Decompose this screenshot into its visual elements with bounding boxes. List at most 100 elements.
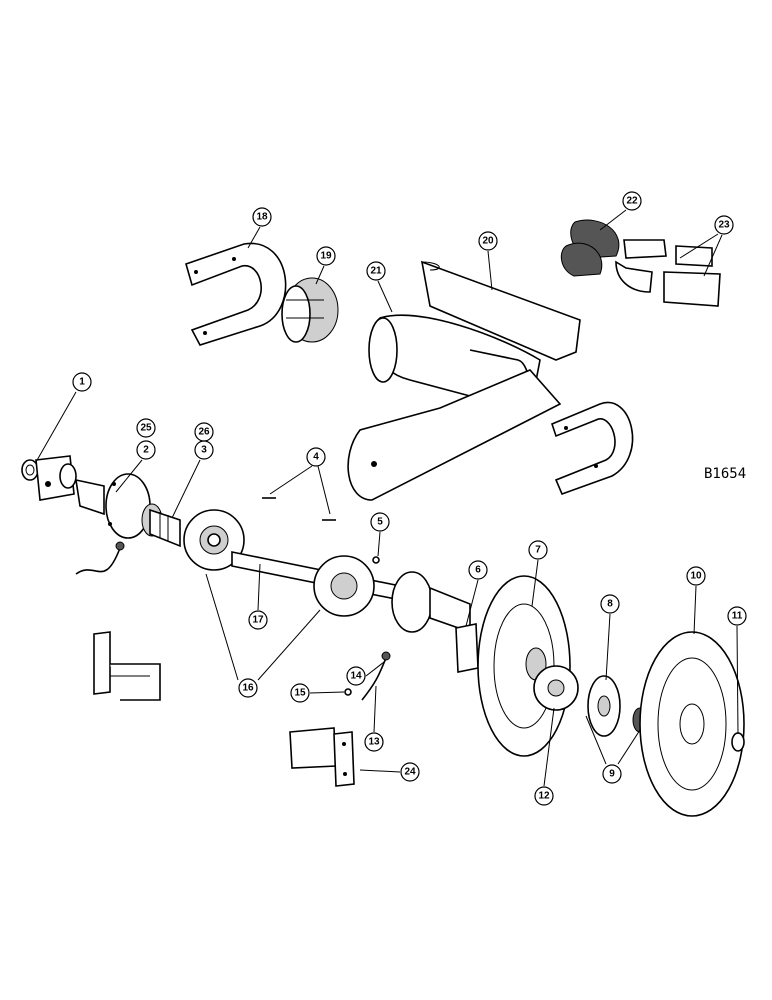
callout-2: 2: [136, 440, 156, 460]
callout-6: 6: [468, 560, 488, 580]
callout-number: 7: [535, 545, 541, 556]
callout-number: 14: [350, 671, 362, 682]
callout-circle: [686, 566, 706, 586]
callout-number: 11: [732, 611, 743, 622]
leader-line-1: [35, 391, 77, 463]
callout-circle: [306, 447, 326, 467]
leader-line-2: [115, 459, 143, 493]
callout-number: 2: [143, 445, 149, 456]
callout-23: 23: [714, 215, 734, 235]
callout-1: 1: [72, 372, 92, 392]
callout-12: 12: [534, 786, 554, 806]
leader-line-18: [247, 226, 261, 249]
callout-circle: [602, 764, 622, 784]
callout-15: 15: [290, 683, 310, 703]
callout-circle: [316, 246, 336, 266]
spline-shaft-3: [149, 508, 181, 548]
callout-number: 21: [370, 266, 382, 277]
segment-23: [615, 239, 721, 307]
callout-number: 3: [201, 445, 207, 456]
sprocket-12: [533, 665, 579, 711]
callout-11: 11: [727, 606, 747, 626]
leader-line-4-1: [269, 465, 313, 495]
callout-circle: [478, 231, 498, 251]
grease-line-left: [75, 541, 125, 575]
leader-line-12: [543, 707, 555, 787]
belt-panel-18: [185, 242, 287, 346]
leader-line-3: [171, 459, 201, 519]
leader-lines: [35, 209, 739, 787]
leader-line-21: [377, 280, 393, 313]
callout-26: 26: [194, 422, 214, 442]
leader-line-7: [531, 559, 539, 607]
callout-number: 17: [252, 615, 264, 626]
callout-number: 13: [368, 737, 380, 748]
callout-24: 24: [400, 762, 420, 782]
leader-line-16-1: [205, 573, 239, 681]
callout-number: 1: [79, 377, 85, 388]
belt-panel-lower: [551, 401, 634, 496]
callout-number: 5: [377, 517, 383, 528]
leader-line-9-1: [585, 715, 607, 765]
callout-17: 17: [248, 610, 268, 630]
callout-circle: [346, 666, 366, 686]
callout-circle: [600, 594, 620, 614]
callout-circle: [290, 683, 310, 703]
callout-number: 22: [626, 196, 638, 207]
leader-line-17: [257, 563, 261, 611]
callout-25: 25: [136, 418, 156, 438]
callout-circle: [534, 786, 554, 806]
shield-21: [347, 314, 562, 501]
callout-4: 4: [306, 447, 326, 467]
leader-line-24: [359, 769, 401, 773]
callout-5: 5: [370, 512, 390, 532]
hub-2: [75, 473, 163, 539]
leader-line-16-2: [257, 609, 321, 681]
leader-line-11: [736, 625, 739, 735]
bearing-block: [35, 455, 77, 501]
roller-19: [281, 277, 339, 343]
callout-8: 8: [600, 594, 620, 614]
hub-6: [391, 571, 479, 673]
callout-3: 3: [194, 440, 214, 460]
callout-number: 18: [256, 212, 268, 223]
callout-number: 15: [294, 688, 306, 699]
callout-10: 10: [686, 566, 706, 586]
callout-7: 7: [528, 540, 548, 560]
leader-line-13: [373, 685, 377, 733]
callout-circle: [364, 732, 384, 752]
callout-circle: [528, 540, 548, 560]
callout-21: 21: [366, 261, 386, 281]
callout-number: 20: [482, 236, 494, 247]
callout-circle: [370, 512, 390, 532]
callout-22: 22: [622, 191, 642, 211]
leader-line-19: [315, 265, 325, 285]
leader-line-4-2: [317, 465, 331, 515]
leader-line-20: [487, 250, 493, 291]
callout-14: 14: [346, 666, 366, 686]
callout-19: 19: [316, 246, 336, 266]
callout-circle: [136, 440, 156, 460]
callout-number: 4: [313, 452, 319, 463]
leader-line-9-2: [617, 729, 641, 765]
callout-18: 18: [252, 207, 272, 227]
grease-line-14: [361, 651, 391, 701]
rubber-insert-22: [560, 219, 620, 277]
sprocket-16a: [183, 509, 245, 571]
callout-number: 25: [140, 423, 152, 434]
callout-circle: [238, 678, 258, 698]
callout-20: 20: [478, 231, 498, 251]
callout-number: 16: [242, 683, 254, 694]
callout-circle: [727, 606, 747, 626]
callout-13: 13: [364, 732, 384, 752]
callout-circle: [468, 560, 488, 580]
hub-8: [587, 675, 621, 737]
callout-circle: [714, 215, 734, 235]
callout-circle: [366, 261, 386, 281]
callout-number: 19: [320, 251, 332, 262]
leader-line-5: [377, 531, 381, 557]
callout-number: 8: [607, 599, 613, 610]
callout-number: 24: [404, 767, 416, 778]
